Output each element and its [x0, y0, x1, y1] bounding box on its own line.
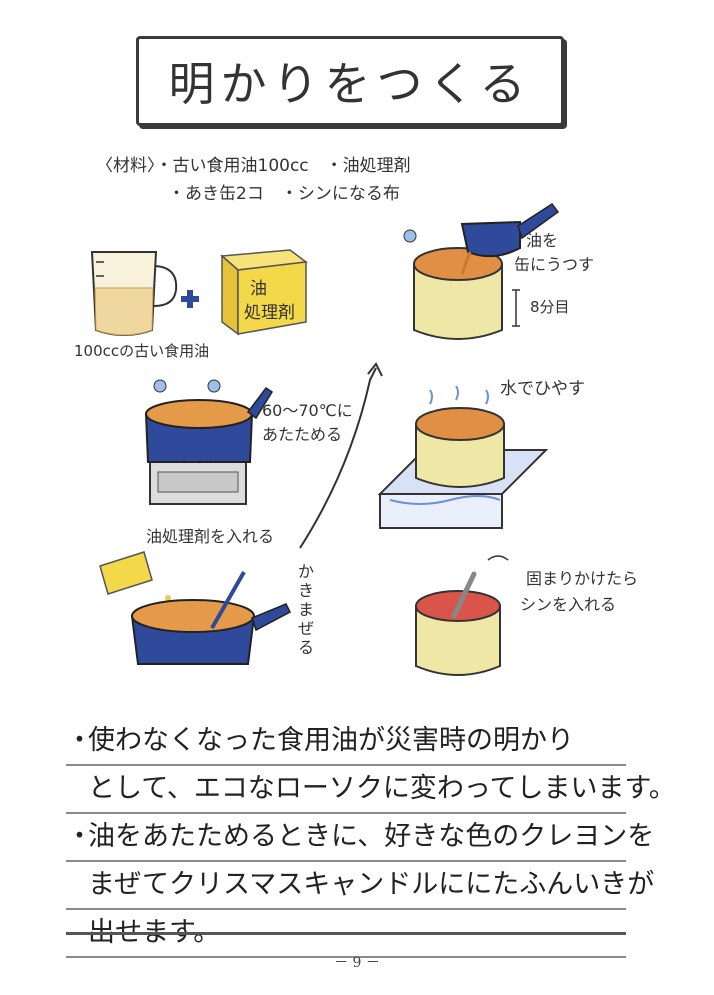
heating-pot-icon — [144, 379, 274, 505]
box-label-2: 処理剤 — [244, 303, 295, 323]
wick-label-1: 固まりかけたら — [526, 569, 639, 588]
materials-row-1: 〈材料〉・古い食用油100cc ・油処理剤 — [96, 152, 411, 180]
stirring-pot-icon — [99, 551, 291, 665]
pour-into-can-icon — [403, 202, 560, 340]
note-2-line-2: まぜてクリスマスキャンドルににたふんいきが — [66, 862, 654, 910]
heat-label-2: あたためる — [262, 425, 343, 444]
pour-label-1: 油を — [526, 231, 559, 250]
bullet-dot: ・ — [66, 821, 93, 852]
note-1-text-1: 使わなくなった食用油が災害時の明かり — [88, 725, 574, 756]
notes-list: ・使わなくなった食用油が災害時の明かり として、エコなローソクに変わってしまいま… — [66, 718, 676, 958]
stir-label: かきまぜる — [298, 562, 315, 657]
title-box: 明かりをつくる — [136, 36, 564, 126]
illustration-scene: 油 処理剤 — [90, 202, 560, 676]
wick-can-icon — [415, 555, 509, 676]
heat-label-1: 60～70℃に — [262, 401, 353, 420]
cooling-in-water-icon — [377, 385, 549, 529]
add-agent-label: 油処理剤を入れる — [146, 527, 275, 546]
page-number: － 9 － — [334, 955, 380, 971]
materials-label: 〈材料〉 — [96, 156, 156, 176]
page-title: 明かりをつくる — [168, 57, 532, 111]
flow-arrow — [299, 367, 377, 549]
fill-level-label: 8分目 — [530, 298, 570, 316]
box-label-1: 油 — [250, 279, 267, 299]
plus-icon — [181, 290, 199, 308]
measuring-cup-icon — [90, 251, 178, 336]
note-2-line-1: ・油をあたためるときに、好きな色のクレヨンを — [66, 814, 654, 862]
bottom-divider — [66, 932, 626, 935]
pour-label-2: 缶にうつす — [514, 255, 595, 274]
note-2-text-1: 油をあたためるときに、好きな色のクレヨンを — [88, 821, 655, 852]
oil-treatment-box-icon: 油 処理剤 — [220, 249, 308, 336]
cup-label: 100ccの古い食用油 — [74, 342, 210, 360]
cool-label: 水でひやす — [500, 379, 585, 399]
materials-item-line-1: ・古い食用油100cc ・油処理剤 — [155, 156, 411, 176]
materials-row-2: ・あき缶2コ ・シンになる布 — [168, 184, 400, 204]
materials-list: 〈材料〉・古い食用油100cc ・油処理剤 ・あき缶2コ ・シンになる布 — [96, 152, 411, 208]
note-1-line-1: ・使わなくなった食用油が災害時の明かり — [66, 718, 626, 766]
wick-label-2: シンを入れる — [520, 595, 617, 614]
note-1-line-2: として、エコなローソクに変わってしまいます。 — [66, 766, 676, 814]
bullet-dot: ・ — [66, 725, 93, 756]
